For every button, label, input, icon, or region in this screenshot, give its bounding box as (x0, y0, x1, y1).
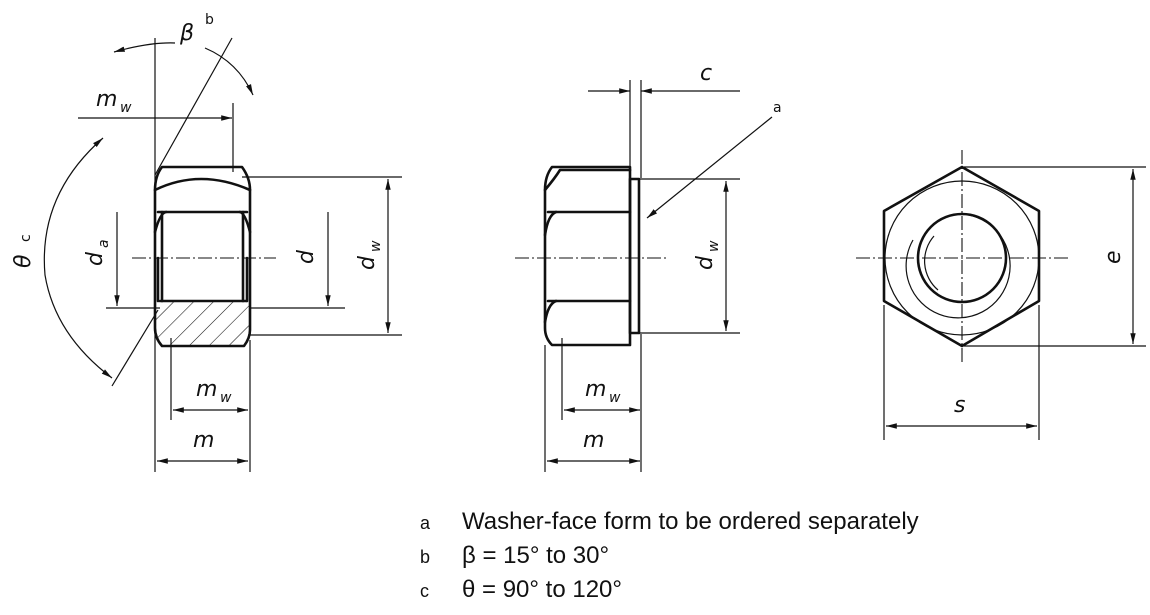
svg-text:w: w (368, 240, 384, 252)
da-label: d (83, 251, 108, 266)
theta-label: θ (11, 254, 36, 268)
d-label: d (294, 249, 319, 264)
e-label: e (1101, 250, 1126, 264)
washer-face (628, 177, 641, 335)
middle-dw-label: d (693, 255, 718, 270)
beta-note-ref: b (205, 12, 214, 28)
section-hatch (156, 301, 249, 345)
theta-note-ref: c (18, 234, 34, 242)
dw-label: d (355, 255, 380, 270)
top-mw-label: m (96, 87, 117, 112)
right-view-end: e s (856, 150, 1146, 440)
middle-view-side: c a d w m w m (515, 61, 782, 472)
hexagon-outline (882, 165, 1041, 348)
footnote-c: c θ = 90° to 120° (420, 576, 622, 603)
svg-text:a: a (96, 239, 112, 248)
a-note-ref: a (773, 100, 782, 116)
svg-text:w: w (609, 390, 621, 406)
footnote-b: b β = 15° to 30° (420, 542, 610, 569)
svg-text:w: w (706, 240, 722, 252)
footnotes: a Washer-face form to be ordered separat… (420, 508, 919, 610)
left-view-section: β b m w θ c d a d d w m w m (11, 12, 402, 472)
svg-text:w: w (220, 390, 232, 406)
beta-label: β (179, 21, 194, 46)
footnote-a: a Washer-face form to be ordered separat… (420, 508, 919, 535)
bottom-mw-label: m (196, 377, 217, 402)
svg-text:w: w (120, 100, 132, 116)
c-label: c (700, 61, 712, 86)
middle-m-label: m (583, 428, 604, 453)
m-label: m (193, 428, 214, 453)
middle-nut-outline (543, 165, 632, 347)
s-label: s (954, 393, 965, 418)
middle-mw-label: m (585, 377, 606, 402)
